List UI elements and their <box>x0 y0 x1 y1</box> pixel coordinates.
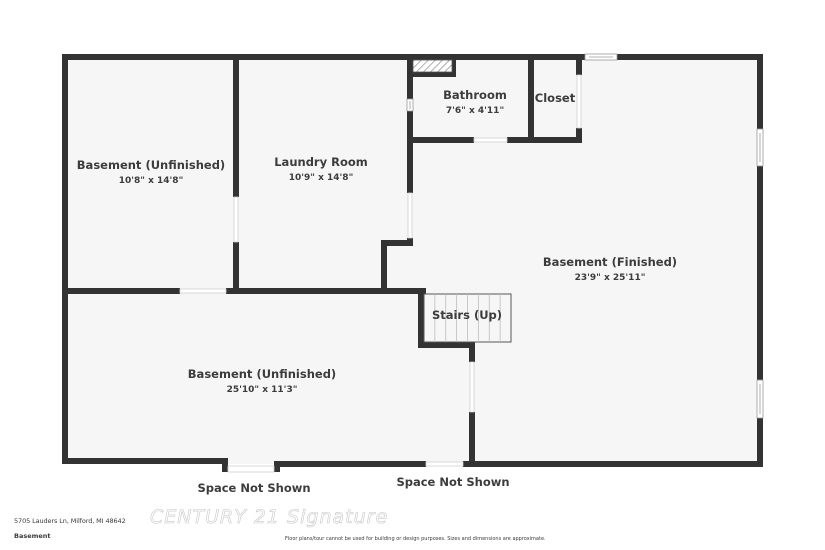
room-label: Laundry Room 10'9" x 14'8" <box>274 155 368 183</box>
room-label: Basement (Finished) 23'9" x 25'11" <box>543 255 677 283</box>
windows <box>406 53 764 419</box>
door-opening <box>425 461 464 467</box>
room-name: Basement (Unfinished) <box>188 367 336 381</box>
door-opening <box>469 361 475 413</box>
space-not-shown-label: Space Not Shown <box>197 481 310 495</box>
space-not-shown-label: Space Not Shown <box>396 475 509 489</box>
property-address: 5705 Lauders Ln, Milford, MI 48642 <box>14 517 126 525</box>
room-dimensions: 10'8" x 14'8" <box>119 176 184 186</box>
room-label: Bathroom 7'6" x 4'11" <box>443 88 507 116</box>
room-name: Closet <box>535 91 576 105</box>
door-opening <box>473 137 508 143</box>
door-openings <box>179 74 582 473</box>
room-dimensions: 7'6" x 4'11" <box>446 106 504 116</box>
room-name: Stairs (Up) <box>432 308 502 322</box>
room-label: Basement (Unfinished) 10'8" x 14'8" <box>77 158 225 186</box>
interior-walls <box>65 57 582 467</box>
door-opening <box>179 288 227 294</box>
room-name: Basement (Unfinished) <box>77 158 225 172</box>
room-label: Closet <box>535 91 576 105</box>
room-name: Basement (Finished) <box>543 255 677 269</box>
stairs <box>423 293 512 343</box>
door-opening <box>407 192 413 239</box>
chimney-block <box>412 59 453 73</box>
door-opening <box>233 196 239 243</box>
watermark-logo: CENTURY 21 Signature <box>150 506 389 528</box>
room-label: Stairs (Up) <box>432 308 502 322</box>
floor-name: Basement <box>14 532 51 540</box>
room-dimensions: 23'9" x 25'11" <box>575 273 646 283</box>
room-label: Basement (Unfinished) 25'10" x 11'3" <box>188 367 336 395</box>
door-opening <box>576 74 582 129</box>
room-dimensions: 10'9" x 14'8" <box>289 173 354 183</box>
room-name: Laundry Room <box>274 155 368 169</box>
room-name: Bathroom <box>443 88 507 102</box>
door-opening <box>227 465 275 473</box>
disclaimer: Floor plans/tour cannot be used for buil… <box>285 536 546 542</box>
room-dimensions: 25'10" x 11'3" <box>227 385 298 395</box>
